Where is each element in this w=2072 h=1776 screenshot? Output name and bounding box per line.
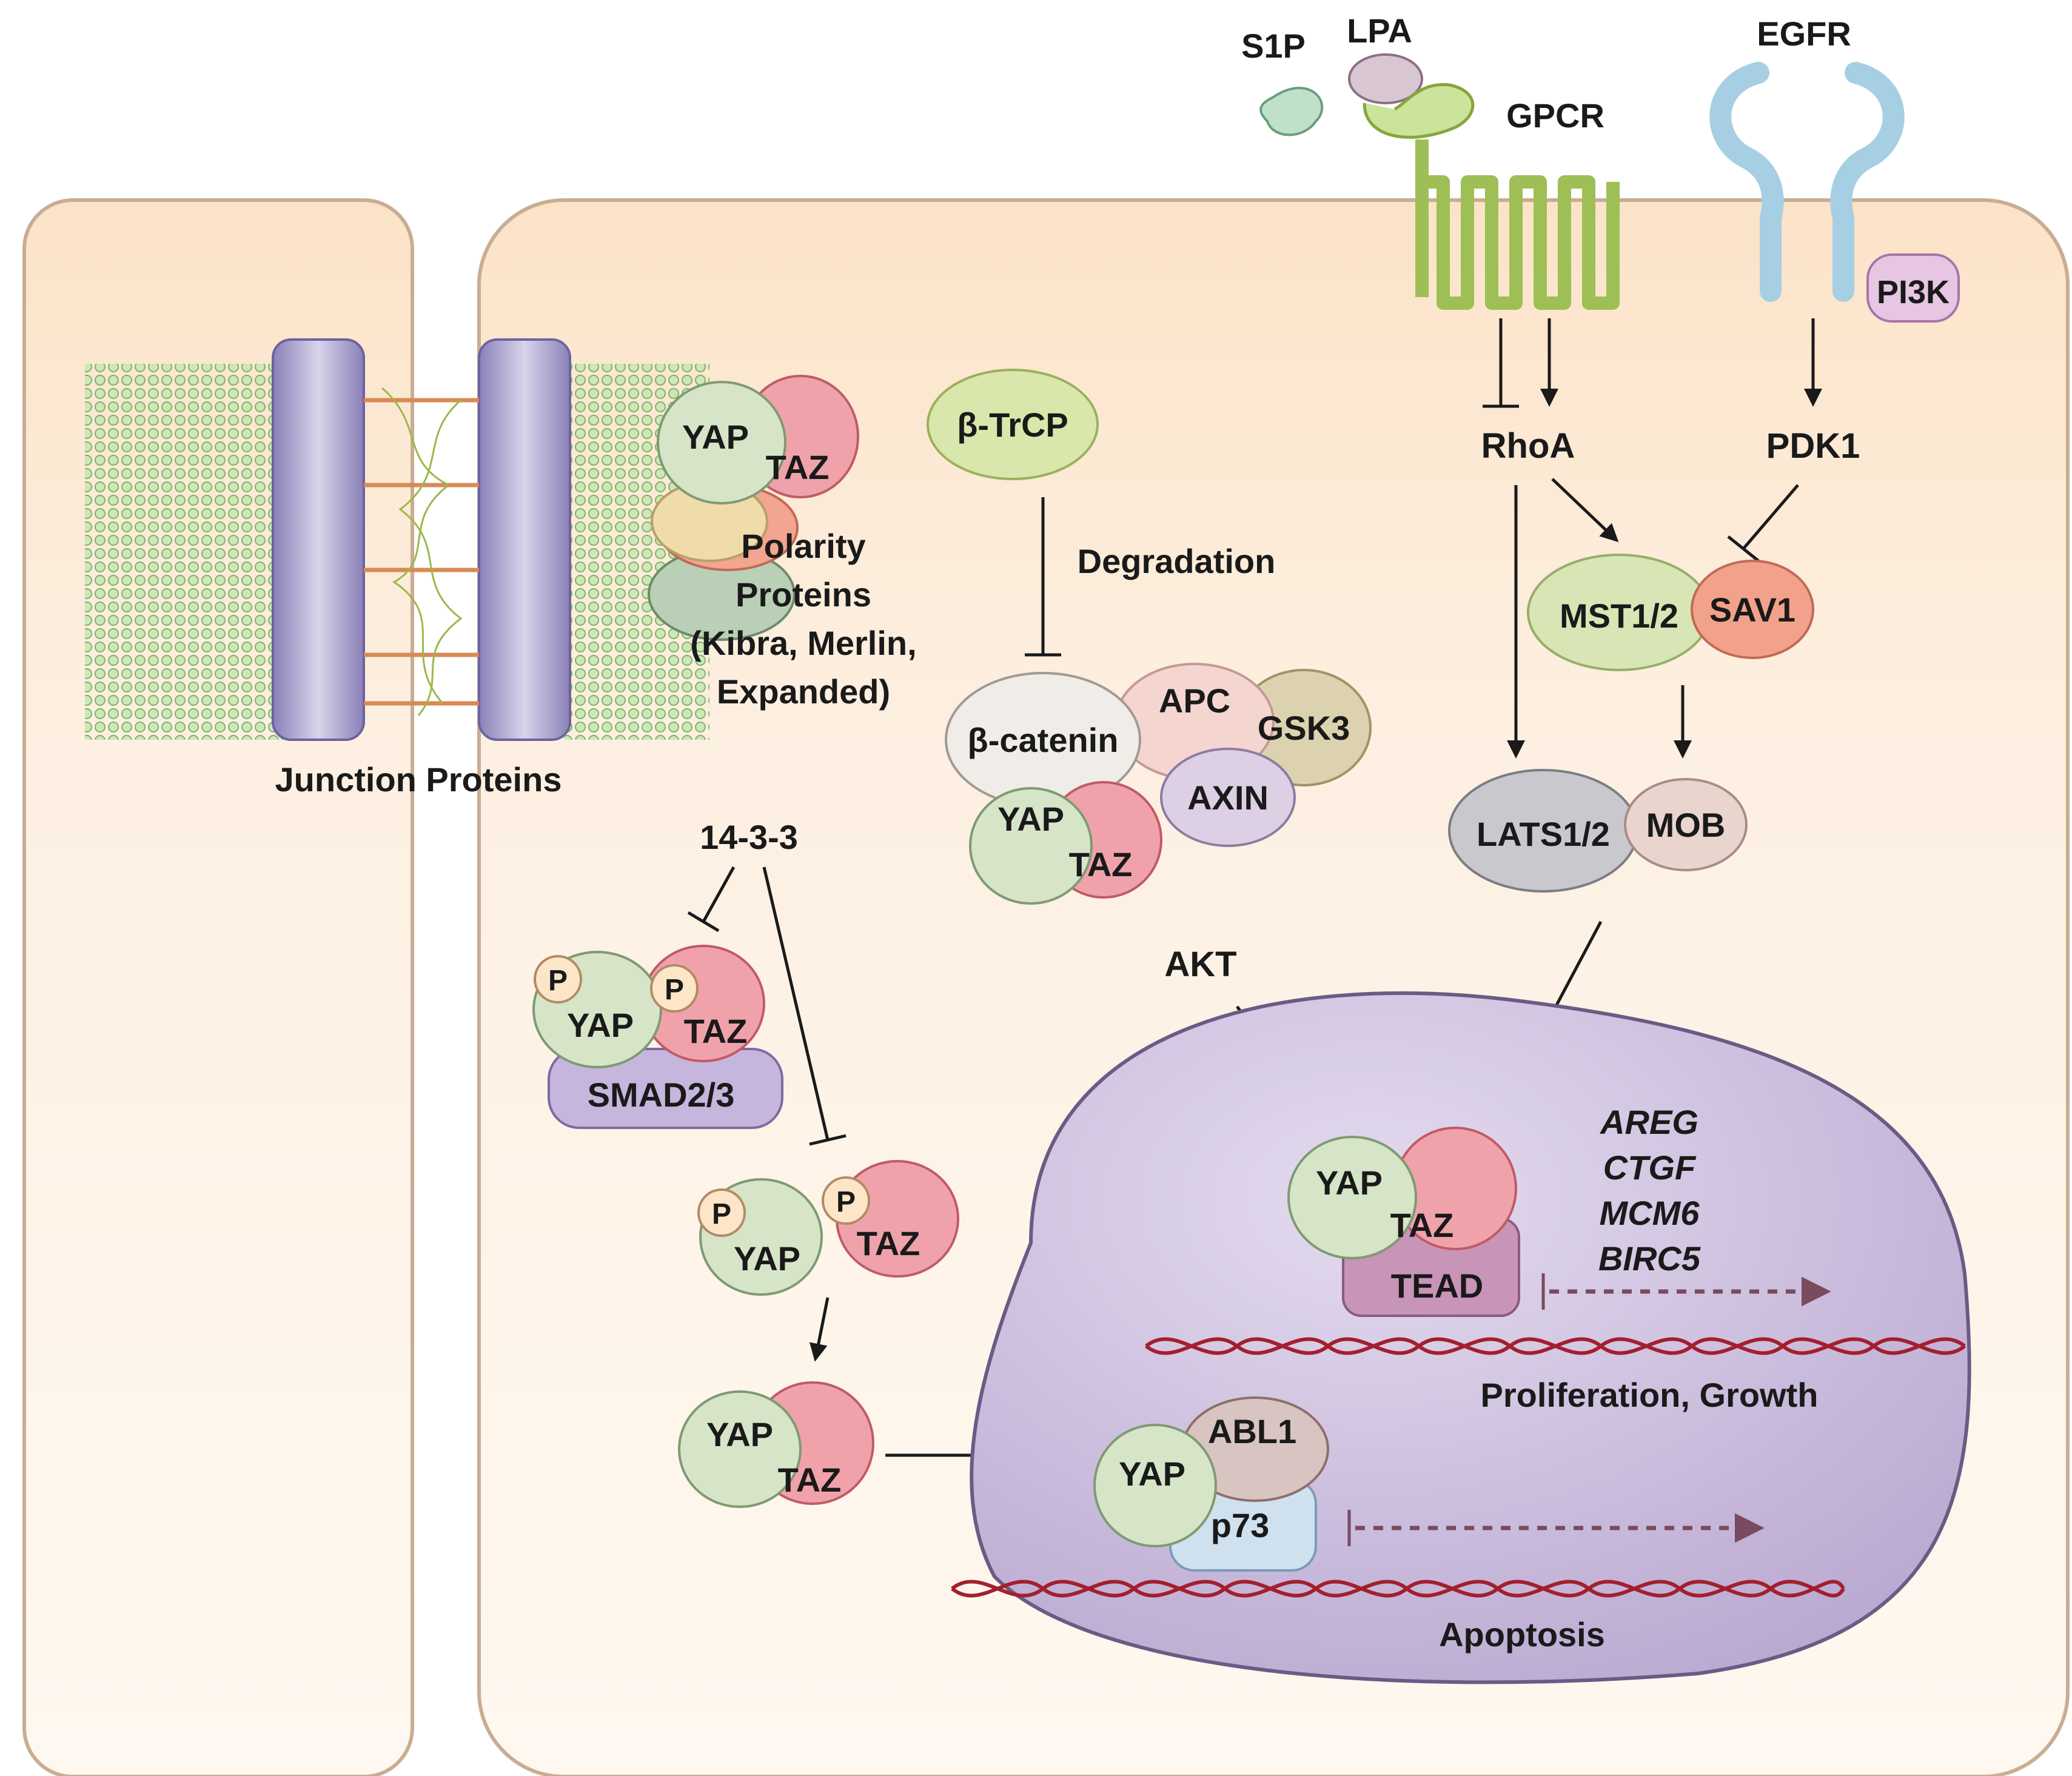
mob-label: MOB: [1646, 806, 1726, 844]
apc-label: APC: [1159, 682, 1230, 720]
abl1-label: ABL1: [1208, 1412, 1296, 1450]
polarity-line3: (Kibra, Merlin,: [690, 624, 916, 662]
left-membrane-block: [272, 338, 365, 741]
yap-taz-dimer: [678, 1381, 874, 1508]
proliferation-label: Proliferation, Growth: [1481, 1376, 1819, 1414]
sav1-protein: [1691, 560, 1814, 659]
polarity-line1: Polarity: [741, 527, 865, 565]
polarity-complex: [648, 375, 859, 641]
polarity-yap-label: YAP: [682, 418, 749, 456]
dna-helix-top: [1145, 1337, 1966, 1355]
smad-taz-label: TAZ: [684, 1012, 748, 1050]
mob-protein: [1624, 778, 1748, 871]
egfr-receptor: [1709, 62, 1905, 302]
gpcr-receptor: [1363, 83, 1620, 310]
tead-complex: [1287, 1127, 1520, 1317]
gene-areg: AREG: [1599, 1103, 1698, 1141]
dimer-yap-label: YAP: [706, 1415, 773, 1453]
pi3k-label: PI3K: [1877, 274, 1950, 310]
gene-mcm6: MCM6: [1600, 1194, 1700, 1232]
egfr-label: EGFR: [1757, 15, 1851, 53]
gpcr-label: GPCR: [1506, 96, 1604, 135]
sav1-label: SAV1: [1709, 591, 1795, 629]
s1p-ligand: [1259, 87, 1324, 136]
dimer-taz-label: TAZ: [778, 1461, 842, 1499]
polarity-line2: Proteins: [736, 575, 871, 614]
p73-yap-label: YAP: [1119, 1455, 1185, 1493]
lpa-ligand: [1348, 53, 1423, 104]
smad-p2-label: P: [665, 974, 684, 1006]
smad-yap-label: YAP: [567, 1006, 634, 1044]
destruction-taz-label: TAZ: [1069, 845, 1133, 883]
p1433-label: 14-3-3: [700, 818, 798, 856]
lpa-label: LPA: [1347, 12, 1412, 50]
polarity-taz-label: TAZ: [766, 448, 830, 486]
mst-label: MST1/2: [1560, 597, 1678, 635]
yap-protein: [657, 381, 786, 504]
p73-complex: [1093, 1396, 1329, 1572]
junction-label: Junction Proteins: [275, 760, 562, 799]
tead-taz-label: TAZ: [1390, 1206, 1454, 1244]
phospho-yap-taz: [697, 1160, 959, 1296]
lats-label: LATS1/2: [1477, 815, 1610, 853]
btrcp-label: β-TrCP: [957, 406, 1068, 444]
polarity-line4: Expanded): [717, 672, 890, 711]
apoptosis-label: Apoptosis: [1439, 1615, 1605, 1654]
tead-label: TEAD: [1391, 1267, 1483, 1305]
btrcp-protein: [927, 369, 1099, 480]
destruction-yap-label: YAP: [997, 800, 1064, 838]
gene-birc5: BIRC5: [1598, 1239, 1701, 1278]
tead-yap-label: YAP: [1316, 1164, 1383, 1202]
destruction-complex: [945, 663, 1372, 905]
gene-ctgf: CTGF: [1603, 1148, 1697, 1187]
free-taz-label: TAZ: [857, 1224, 920, 1262]
gsk3-label: GSK3: [1258, 709, 1350, 747]
degradation-label: Degradation: [1078, 542, 1276, 580]
free-p1-label: P: [712, 1198, 731, 1230]
smad-p1-label: P: [548, 965, 568, 997]
pi3k-protein: [1866, 253, 1960, 323]
right-membrane-block: [478, 338, 571, 741]
smad-label: SMAD2/3: [588, 1076, 735, 1114]
free-p2-label: P: [836, 1186, 856, 1218]
bcatenin-label: β-catenin: [968, 721, 1119, 759]
dna-helix-bottom: [951, 1580, 1845, 1598]
free-yap-label: YAP: [734, 1239, 800, 1278]
rhoa-label: RhoA: [1481, 426, 1575, 466]
axin-label: AXIN: [1187, 779, 1269, 817]
s1p-label: S1P: [1241, 27, 1306, 65]
junction-complex: [85, 338, 709, 741]
p73-label: p73: [1211, 1506, 1270, 1544]
pdk1-label: PDK1: [1766, 426, 1860, 466]
nucleus: [970, 991, 1971, 1684]
akt-label: AKT: [1164, 945, 1236, 984]
smad-complex: [532, 945, 783, 1129]
